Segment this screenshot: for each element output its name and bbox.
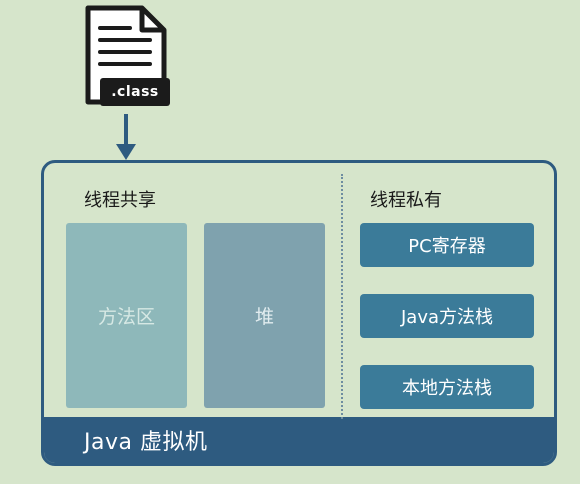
- class-extension-tag: .class: [100, 78, 170, 106]
- shared-section-title: 线程共享: [84, 190, 156, 211]
- jvm-title: Java 虚拟机: [84, 430, 208, 455]
- method-area-block: 方法区: [66, 223, 187, 408]
- down-arrow-icon: [116, 114, 136, 160]
- jvm-title-bar: Java 虚拟机: [44, 417, 554, 463]
- native-method-stack-block: 本地方法栈: [360, 365, 534, 409]
- private-section-title: 线程私有: [370, 190, 442, 211]
- heap-label: 堆: [254, 306, 274, 328]
- native-method-stack-label: 本地方法栈: [402, 378, 492, 399]
- method-area-label: 方法区: [97, 306, 155, 328]
- section-divider: [341, 174, 343, 419]
- pc-register-label: PC寄存器: [408, 236, 486, 257]
- java-method-stack-label: Java方法栈: [400, 307, 494, 328]
- pc-register-block: PC寄存器: [360, 223, 534, 267]
- java-method-stack-block: Java方法栈: [360, 294, 534, 338]
- heap-block: 堆: [204, 223, 325, 408]
